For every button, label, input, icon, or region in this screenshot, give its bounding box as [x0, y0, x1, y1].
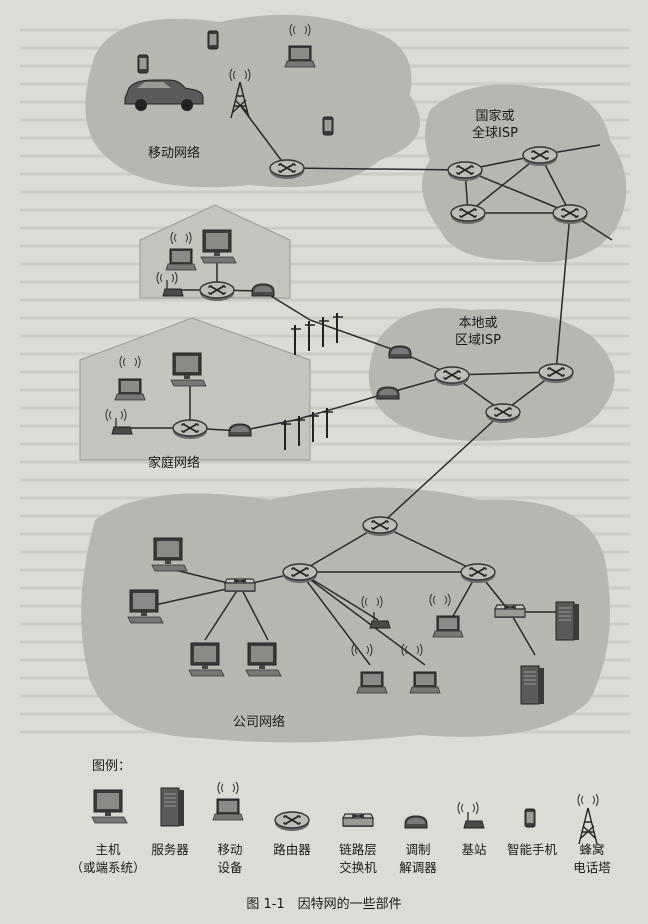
- base-station-icon: [463, 811, 485, 829]
- router-company-2: [282, 563, 318, 584]
- company-host-3: [188, 642, 225, 677]
- legend-mobile-label-2: 设备: [217, 860, 243, 875]
- cloud-shapes: [81, 14, 627, 743]
- company-host-2: [127, 589, 164, 624]
- company-host-1: [151, 537, 188, 572]
- home-house-bottom: [79, 317, 311, 461]
- server-icon: [160, 787, 185, 827]
- router-local-3: [485, 403, 521, 424]
- mobile-network-label: 移动网络: [148, 145, 200, 161]
- legend-tower-label-1: 蜂窝: [579, 842, 604, 857]
- company-laptop-2: [356, 671, 388, 694]
- home-top-laptop: [165, 248, 197, 271]
- company-network-cloud: [81, 487, 611, 743]
- legend-title: 图例：: [92, 759, 131, 774]
- modem-icon: [404, 815, 428, 829]
- router-local-2: [538, 363, 574, 384]
- router-icon: [274, 811, 310, 832]
- link-layer-switch-icon: [342, 813, 374, 828]
- company-laptop-1: [432, 615, 464, 638]
- modem-home-top: [251, 283, 275, 297]
- company-laptop-3: [409, 671, 441, 694]
- mobile-device-waves-icon: [217, 781, 239, 795]
- router-home-bottom: [172, 419, 208, 440]
- company-server-2: [520, 665, 545, 705]
- figure-caption: 图 1-1 因特网的一些部件: [246, 896, 401, 912]
- home-bottom-laptop: [114, 378, 146, 401]
- router-company-3: [460, 563, 496, 584]
- car-icon: [124, 79, 204, 111]
- legend-router-label: 路由器: [273, 842, 311, 857]
- router-local-1: [434, 366, 470, 387]
- local-isp-label-1: 本地或: [458, 316, 497, 331]
- router-home-top: [199, 281, 235, 302]
- legend-switch-label-2: 交换机: [339, 860, 377, 875]
- local-isp-cloud: [368, 308, 615, 442]
- smartphone-top: [207, 30, 219, 50]
- modem-isp-2: [376, 386, 400, 400]
- legend-base-station-label: 基站: [461, 842, 486, 857]
- legend-host-label-1: 主机: [95, 842, 121, 857]
- legend-switch-label-1: 链路层: [339, 842, 377, 857]
- home-bottom-host: [170, 352, 207, 387]
- legend-tower-label-2: 电话塔: [573, 860, 611, 875]
- switch-company-right: [494, 604, 526, 619]
- legend-modem-label-2: 解调器: [399, 860, 437, 875]
- smartphone-car: [137, 54, 149, 74]
- local-isp-label-2: 区域ISP: [455, 333, 501, 348]
- smartphone-right: [322, 116, 334, 136]
- mobile-network-cloud: [85, 14, 420, 188]
- modem-home-bottom: [228, 423, 252, 437]
- legend-smartphone-label: 智能手机: [507, 842, 558, 857]
- laptop-mobile: [284, 45, 316, 68]
- cell-tower-waves-icon: [577, 793, 599, 807]
- mobile-network-devices: [124, 23, 334, 136]
- home-network-label: 家庭网络: [148, 455, 200, 471]
- region-labels: 移动网络 国家或 全球ISP 本地或 区域ISP 家庭网络 公司网络: [148, 108, 518, 730]
- global-isp-label-2: 全球ISP: [472, 125, 518, 141]
- legend-server-label: 服务器: [151, 842, 189, 857]
- smartphone-icon: [524, 808, 536, 828]
- router-global-2: [522, 146, 558, 167]
- company-network-label: 公司网络: [233, 714, 285, 730]
- mobile-device-icon: [212, 798, 244, 821]
- legend: 图例： 主机 （或端系统） 服务器 移动 设备 路由器 链路层 交换机 调制 解…: [70, 759, 611, 875]
- modem-isp-1: [388, 345, 412, 359]
- legend-host-label-2: （或端系统）: [70, 860, 145, 875]
- legend-modem-label-1: 调制: [405, 842, 430, 857]
- router-company-1: [362, 516, 398, 537]
- router-global-3: [450, 204, 486, 225]
- router-mobile: [269, 159, 305, 180]
- home-top-host: [200, 229, 237, 264]
- company-host-4: [245, 642, 282, 677]
- cell-tower-icon: [578, 807, 598, 845]
- legend-mobile-label-1: 移动: [217, 842, 242, 857]
- router-global-4: [552, 204, 588, 225]
- host-icon: [91, 789, 128, 824]
- router-global-1: [447, 161, 483, 182]
- switch-company-left: [224, 578, 256, 593]
- global-isp-label-1: 国家或: [475, 108, 514, 124]
- company-server-1: [555, 601, 580, 641]
